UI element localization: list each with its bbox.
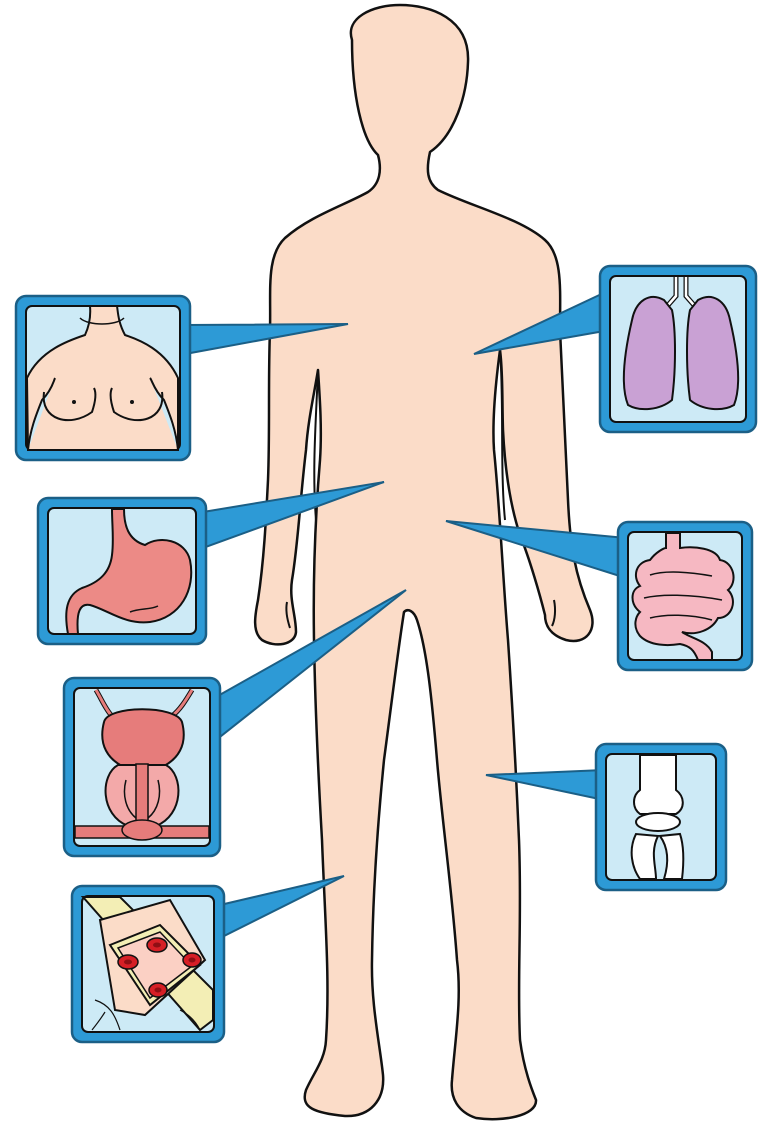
callout-bone[interactable] [486, 744, 726, 890]
human-body [255, 5, 592, 1119]
callout-blood-vessel[interactable] [72, 876, 344, 1042]
body-silhouette [255, 5, 592, 1119]
